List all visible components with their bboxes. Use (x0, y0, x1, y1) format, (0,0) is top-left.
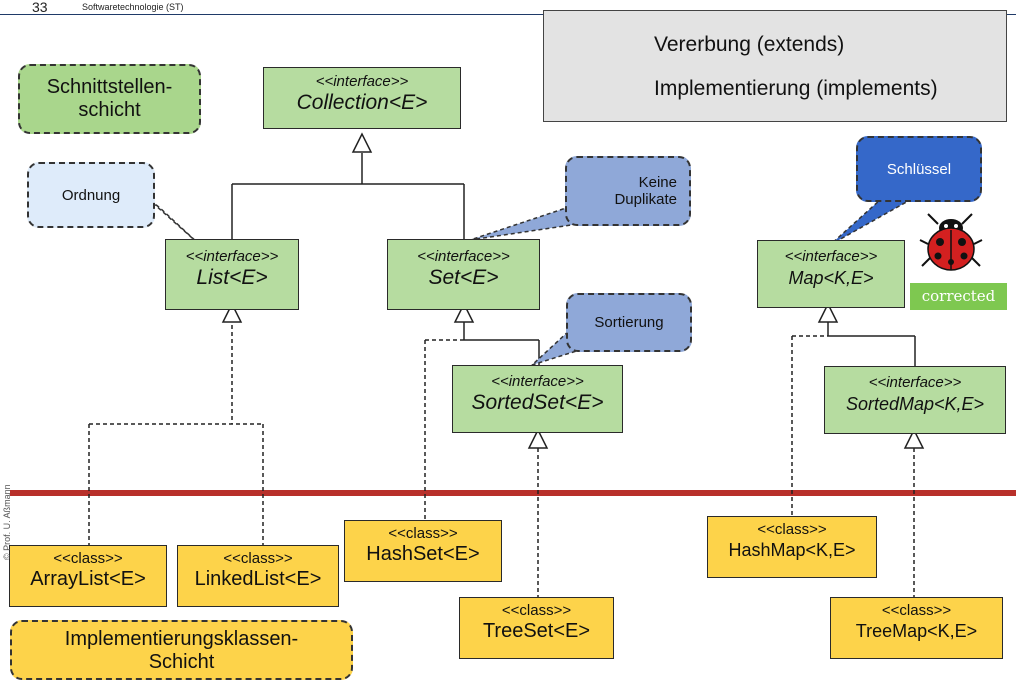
map-name: Map<K,E> (788, 268, 874, 288)
hashmap-name: HashMap<K,E> (728, 540, 856, 560)
hashmap-stereotype: <<class>> (757, 521, 827, 538)
no-duplicates-line2: Duplikate (614, 191, 677, 208)
interface-layer-line1: Schnittstellen- (46, 76, 173, 98)
header-rule (0, 14, 1016, 15)
hashset-class[interactable]: <<class>> HashSet<E> (344, 520, 502, 582)
sortedmap-interface[interactable]: <<interface>> SortedMap<K,E> (824, 366, 1006, 434)
implementation-layer-line1: Implementierungsklassen- (64, 628, 299, 650)
sortedmap-stereotype: <<interface>> (868, 374, 962, 391)
list-name: List<E> (196, 266, 268, 289)
key-note: Schlüssel (856, 136, 982, 202)
list-interface[interactable]: <<interface>> List<E> (165, 239, 299, 310)
legend-extends-label: Vererbung (extends) (654, 33, 845, 56)
hashset-stereotype: <<class>> (388, 525, 458, 542)
linkedlist-stereotype: <<class>> (223, 550, 293, 567)
no-duplicates-note: Keine Duplikate (565, 156, 691, 226)
ordering-label: Ordnung (61, 186, 121, 204)
collection-interface[interactable]: <<interface>> Collection<E> (263, 67, 461, 129)
arraylist-stereotype: <<class>> (53, 550, 123, 567)
collection-arrowhead (352, 133, 372, 153)
map-interface[interactable]: <<interface>> Map<K,E> (757, 240, 905, 308)
ladybug-icon (919, 213, 983, 271)
sorting-label: Sortierung (594, 314, 664, 331)
linkedlist-class[interactable]: <<class>> LinkedList<E> (177, 545, 339, 607)
treemap-class[interactable]: <<class>> TreeMap<K,E> (830, 597, 1003, 659)
treeset-stereotype: <<class>> (501, 602, 572, 619)
arraylist-class[interactable]: <<class>> ArrayList<E> (9, 545, 167, 607)
copyright-vertical: © Prof. U. Aßmann (2, 484, 12, 560)
slide-title: Softwaretechnologie (ST) (82, 2, 184, 12)
set-interface[interactable]: <<interface>> Set<E> (387, 239, 540, 310)
interface-layer-line2: schicht (78, 99, 141, 121)
sortedset-interface[interactable]: <<interface>> SortedSet<E> (452, 365, 623, 433)
collection-name: Collection<E> (296, 91, 428, 114)
legend-box: Vererbung (extends) Implementierung (imp… (543, 10, 1007, 122)
sortedset-name: SortedSet<E> (471, 391, 604, 414)
legend-implements-label: Implementierung (implements) (654, 77, 938, 100)
interface-layer-note: Schnittstellen- schicht (18, 64, 201, 134)
sortedmap-name: SortedMap<K,E> (845, 394, 985, 414)
no-duplicates-pointer (469, 207, 580, 241)
linkedlist-name: LinkedList<E> (194, 568, 322, 590)
arraylist-name: ArrayList<E> (30, 568, 146, 590)
sortedset-stereotype: <<interface>> (491, 373, 584, 390)
list-stereotype: <<interface>> (185, 248, 279, 265)
treeset-class[interactable]: <<class>> TreeSet<E> (459, 597, 614, 659)
slide-number: 33 (32, 0, 48, 15)
set-name: Set<E> (428, 266, 499, 289)
hashmap-class[interactable]: <<class>> HashMap<K,E> (707, 516, 877, 578)
set-stereotype: <<interface>> (417, 248, 510, 265)
sorting-note: Sortierung (566, 293, 692, 352)
key-pointer (829, 199, 913, 246)
treeset-name: TreeSet<E> (482, 620, 591, 642)
key-label: Schlüssel (886, 160, 952, 178)
map-stereotype: <<interface>> (784, 248, 878, 265)
implementation-layer-note: Implementierungsklassen- Schicht (10, 620, 353, 680)
treemap-name: TreeMap<K,E> (855, 621, 978, 641)
collection-stereotype: <<interface>> (315, 73, 409, 90)
implementation-layer-line2: Schicht (148, 651, 215, 673)
hashset-name: HashSet<E> (366, 543, 480, 565)
no-duplicates-line1: Keine (638, 174, 677, 191)
ordering-note: Ordnung (27, 162, 155, 228)
treemap-stereotype: <<class>> (881, 602, 952, 619)
corrected-badge: corrected (910, 283, 1007, 310)
